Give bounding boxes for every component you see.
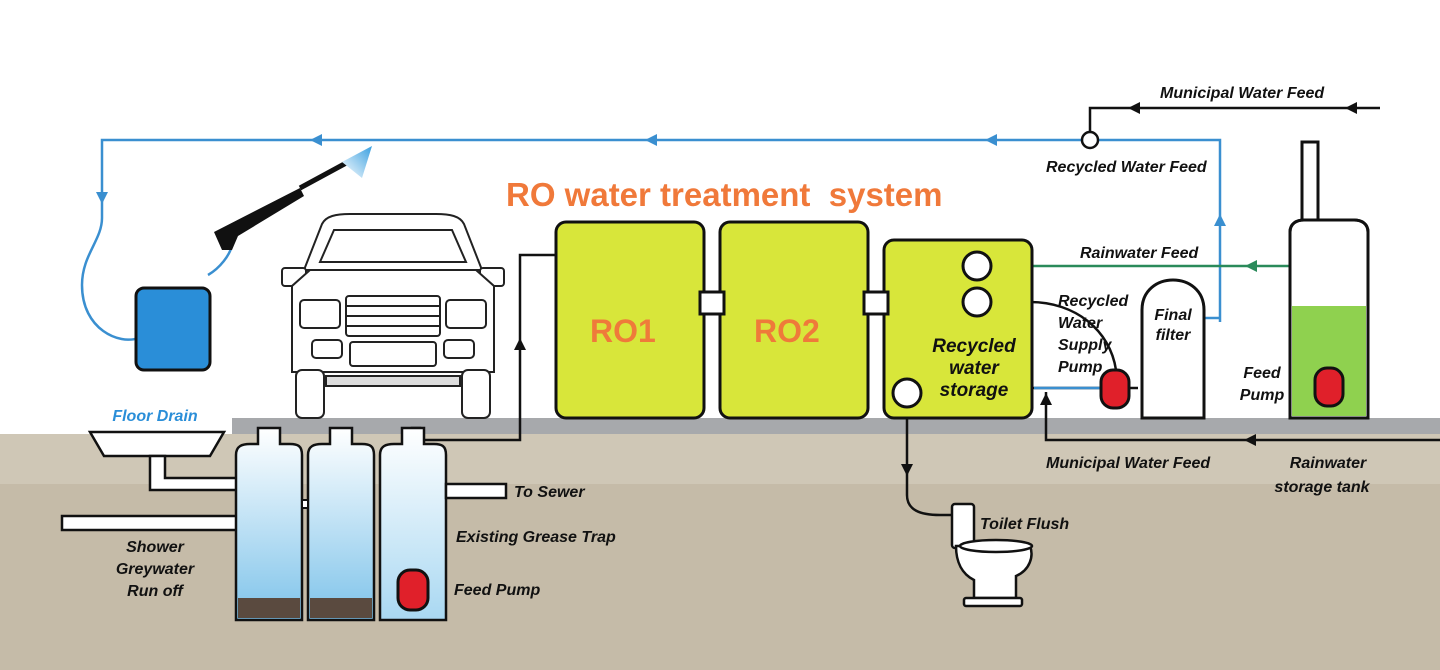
storage-label-1: Recycled (932, 336, 1016, 357)
floor-slab (232, 418, 1440, 434)
floor-drain (87, 430, 227, 458)
supply-pump-label-2: Water (1058, 315, 1103, 332)
municipal-feed-top-label: Municipal Water Feed (1160, 85, 1325, 102)
recycled-feed-label: Recycled Water Feed (1046, 159, 1208, 176)
storage-port-rain (961, 250, 993, 282)
rainwater-level (1292, 306, 1366, 416)
ro2-tank (718, 220, 870, 420)
recycled-line-arrows (96, 134, 1226, 226)
storage-label-2: water (949, 358, 1000, 379)
sewer-pipe (444, 482, 508, 500)
pump-chamber (378, 426, 448, 622)
shower-pipe (60, 514, 244, 532)
rainwater-feed-label: Rainwater Feed (1080, 245, 1199, 262)
municipal-feed-bottom-label: Municipal Water Feed (1046, 455, 1211, 472)
municipal-top-arrow-1 (1345, 102, 1357, 114)
shower-label-2: Greywater (116, 561, 195, 578)
storage-label: Recycled water storage (932, 336, 1016, 401)
rainwater-arrow-2 (1245, 260, 1257, 272)
ro1-tank (554, 220, 706, 420)
storage-tank (882, 238, 1034, 420)
shower-label-3: Run off (127, 583, 184, 600)
storage-port-toilet (891, 377, 923, 409)
supply-pump-label-3: Supply (1058, 337, 1112, 354)
municipal-top-arrow-2 (1128, 102, 1140, 114)
municipal-junction-valve (1080, 130, 1100, 150)
to-sewer-label: To Sewer (514, 484, 585, 501)
storage-port-supply (961, 286, 993, 318)
feed-pump-right-label-1: Feed (1243, 365, 1282, 382)
municipal-bottom-arrow-1 (1244, 434, 1256, 446)
municipal-feed-top-line (1088, 106, 1380, 132)
shower-label-1: Shower (126, 539, 185, 556)
toilet-label: Toilet Flush (980, 516, 1069, 533)
supply-pump (1099, 368, 1131, 410)
diagram-title: RO water treatment system (506, 176, 943, 213)
grease-trap-label: Existing Grease Trap (456, 529, 616, 546)
rain-tank-label-2: storage tank (1274, 479, 1370, 496)
rain-tank-label-1: Rainwater (1290, 455, 1367, 472)
ro1-text: RO1 (590, 313, 656, 349)
feed-pump-left-label: Feed Pump (454, 582, 540, 599)
car (281, 213, 505, 419)
toilet-line-arrow (901, 464, 913, 476)
toilet-feed-line (905, 395, 955, 517)
feed-pump-right-label-2: Pump (1240, 387, 1285, 404)
ro2-text: RO2 (754, 313, 820, 349)
grease-trap-chamber-1 (234, 426, 304, 622)
toilet (950, 502, 1034, 608)
rainwater-feed-pump (1313, 366, 1345, 408)
supply-pump-label-1: Recycled (1058, 293, 1129, 310)
ro1-label: RO1 (590, 313, 656, 349)
final-filter (1140, 278, 1206, 420)
municipal-feed-bottom-line (1044, 392, 1440, 442)
grease-trap-feed-pump (396, 568, 430, 612)
ro2-label: RO2 (754, 313, 820, 349)
supply-pump-label-4: Pump (1058, 359, 1103, 376)
final-filter-label-2: filter (1156, 327, 1191, 344)
spray-gun (214, 146, 372, 250)
grease-trap-chamber-2 (306, 426, 376, 622)
municipal-bottom-arrow-2 (1040, 393, 1052, 405)
rainwater-tank-neck (1300, 140, 1320, 222)
feed-line-arrow (514, 338, 526, 350)
floor-drain-label: Floor Drain (112, 408, 198, 425)
tank-connectors (698, 290, 890, 316)
final-filter-label-1: Final (1154, 307, 1192, 324)
storage-label-3: storage (940, 380, 1009, 401)
pressure-washer-unit (134, 286, 212, 372)
trap-connector (301, 499, 309, 509)
